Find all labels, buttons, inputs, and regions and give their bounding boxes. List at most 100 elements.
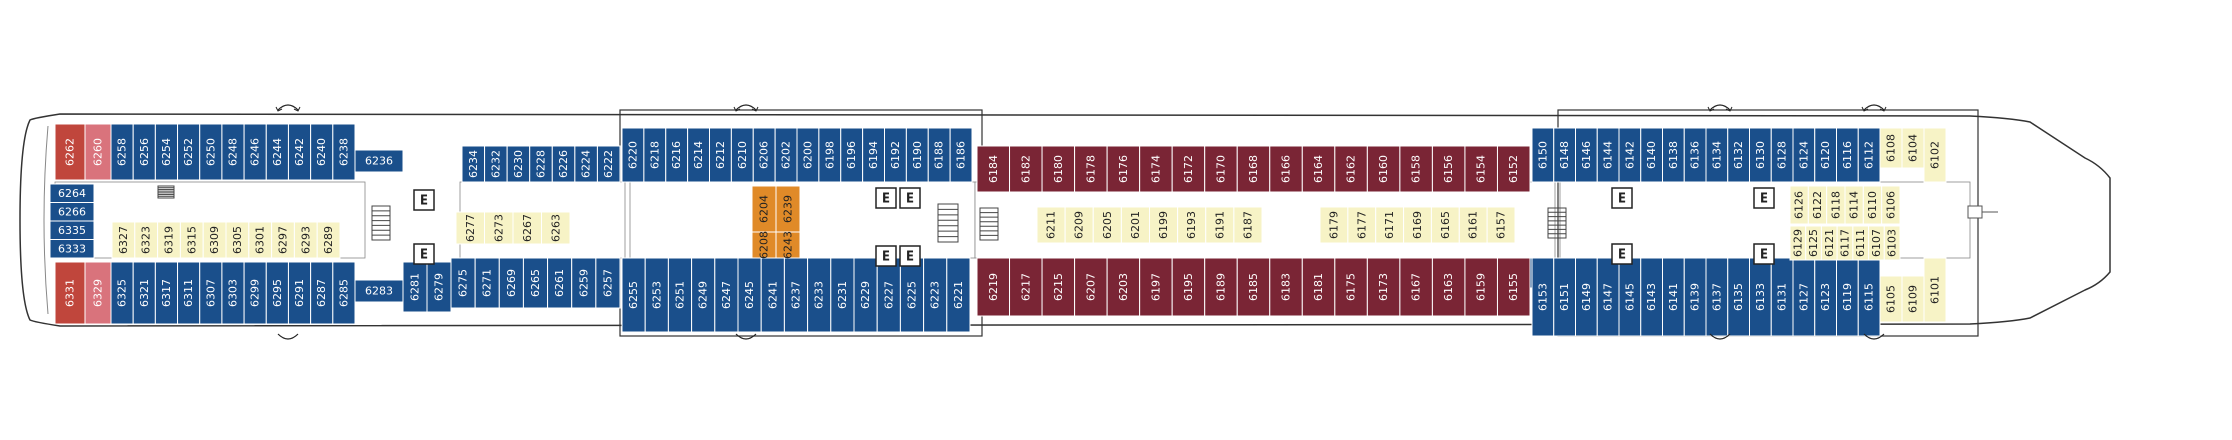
cabin[interactable]: 6266: [49, 202, 95, 222]
cabin[interactable]: 6327: [111, 221, 136, 259]
cabin[interactable]: 6234: [461, 145, 486, 183]
cabin[interactable]: 6155: [1496, 257, 1531, 317]
cabin[interactable]: 6164: [1301, 145, 1336, 193]
cabin[interactable]: 6297: [271, 221, 295, 259]
cabin[interactable]: 6123: [1814, 257, 1837, 337]
cabin[interactable]: 6293: [293, 221, 318, 259]
cabin[interactable]: 6303: [221, 261, 245, 325]
cabin[interactable]: 6111: [1852, 225, 1870, 261]
cabin[interactable]: 6319: [157, 221, 181, 259]
cabin[interactable]: 6283: [354, 279, 404, 303]
cabin[interactable]: 6170: [1204, 145, 1238, 193]
cabin[interactable]: 6153: [1531, 257, 1555, 337]
cabin[interactable]: 6119: [1836, 257, 1859, 337]
cabin[interactable]: 6175: [1334, 257, 1368, 317]
cabin[interactable]: 6143: [1640, 257, 1663, 337]
cabin[interactable]: 6151: [1553, 257, 1576, 337]
cabin[interactable]: 6325: [110, 261, 134, 325]
cabin[interactable]: 6218: [643, 127, 667, 183]
cabin[interactable]: 6105: [1879, 275, 1903, 323]
cabin[interactable]: 6139: [1683, 257, 1707, 337]
cabin[interactable]: 6203: [1106, 257, 1141, 317]
cabin[interactable]: 6191: [1205, 206, 1235, 244]
cabin[interactable]: 6124: [1792, 127, 1816, 183]
cabin[interactable]: 6197: [1139, 257, 1173, 317]
cabin[interactable]: 6323: [134, 221, 159, 259]
cabin[interactable]: 6214: [687, 127, 710, 183]
cabin[interactable]: 6267: [512, 211, 542, 245]
cabin[interactable]: 6221: [946, 257, 971, 333]
cabin[interactable]: 6333: [49, 239, 95, 259]
cabin[interactable]: 6231: [830, 257, 855, 333]
cabin[interactable]: 6251: [667, 257, 693, 333]
cabin[interactable]: 6104: [1901, 127, 1925, 169]
cabin[interactable]: 6228: [529, 145, 553, 183]
cabin[interactable]: 6253: [644, 257, 669, 333]
cabin[interactable]: 6244: [265, 123, 289, 181]
cabin[interactable]: 6161: [1458, 206, 1488, 244]
cabin[interactable]: 6148: [1553, 127, 1576, 183]
cabin[interactable]: 6162: [1334, 145, 1368, 193]
cabin[interactable]: 6273: [484, 211, 514, 245]
cabin[interactable]: 6271: [474, 257, 500, 309]
cabin[interactable]: 6194: [862, 127, 885, 183]
cabin[interactable]: 6252: [177, 123, 201, 181]
cabin[interactable]: 6116: [1836, 127, 1859, 183]
cabin[interactable]: 6208: [751, 231, 777, 259]
cabin[interactable]: 6109: [1901, 275, 1925, 323]
cabin[interactable]: 6258: [110, 123, 134, 181]
cabin[interactable]: 6200: [796, 127, 820, 183]
cabin[interactable]: 6226: [551, 145, 576, 183]
cabin[interactable]: 6168: [1236, 145, 1271, 193]
cabin[interactable]: 6307: [199, 261, 223, 325]
cabin[interactable]: 6240: [310, 123, 334, 181]
cabin[interactable]: 6269: [498, 257, 524, 309]
cabin[interactable]: 6181: [1301, 257, 1336, 317]
cabin[interactable]: 6173: [1366, 257, 1401, 317]
cabin[interactable]: 6315: [179, 221, 204, 259]
cabin[interactable]: 6174: [1139, 145, 1173, 193]
cabin[interactable]: 6220: [621, 127, 645, 183]
cabin[interactable]: 6188: [927, 127, 951, 183]
cabin[interactable]: 6125: [1805, 225, 1822, 261]
cabin[interactable]: 6135: [1727, 257, 1750, 337]
cabin[interactable]: 6254: [154, 123, 179, 181]
cabin[interactable]: 6209: [1064, 206, 1094, 244]
cabin[interactable]: 6233: [807, 257, 832, 333]
cabin[interactable]: 6101: [1923, 257, 1947, 323]
cabin[interactable]: 6259: [571, 257, 597, 309]
cabin[interactable]: 6196: [840, 127, 864, 183]
cabin[interactable]: 6154: [1464, 145, 1498, 193]
cabin[interactable]: 6212: [709, 127, 732, 183]
cabin[interactable]: 6176: [1106, 145, 1141, 193]
cabin[interactable]: 6110: [1862, 185, 1883, 225]
cabin[interactable]: 6217: [1009, 257, 1043, 317]
cabin[interactable]: 6206: [752, 127, 776, 183]
cabin[interactable]: 6177: [1347, 206, 1377, 244]
cabin[interactable]: 6126: [1789, 185, 1809, 225]
cabin[interactable]: 6106: [1881, 185, 1901, 225]
cabin[interactable]: 6210: [730, 127, 754, 183]
cabin[interactable]: 6262: [54, 123, 86, 181]
cabin[interactable]: 6248: [221, 123, 245, 181]
cabin[interactable]: 6132: [1727, 127, 1750, 183]
cabin[interactable]: 6232: [484, 145, 508, 183]
cabin[interactable]: 6152: [1496, 145, 1531, 193]
cabin[interactable]: 6216: [665, 127, 689, 183]
cabin[interactable]: 6146: [1575, 127, 1598, 183]
cabin[interactable]: 6238: [332, 123, 356, 181]
cabin[interactable]: 6179: [1319, 206, 1349, 244]
cabin[interactable]: 6192: [884, 127, 907, 183]
cabin[interactable]: 6243: [775, 231, 801, 259]
cabin[interactable]: 6117: [1836, 225, 1854, 261]
cabin[interactable]: 6301: [248, 221, 273, 259]
cabin[interactable]: 6163: [1431, 257, 1466, 317]
cabin[interactable]: 6165: [1430, 206, 1460, 244]
cabin[interactable]: 6172: [1171, 145, 1206, 193]
cabin[interactable]: 6279: [426, 261, 452, 313]
cabin[interactable]: 6261: [547, 257, 573, 309]
cabin[interactable]: 6178: [1074, 145, 1108, 193]
cabin[interactable]: 6219: [976, 257, 1011, 317]
cabin[interactable]: 6189: [1204, 257, 1238, 317]
cabin[interactable]: 6198: [818, 127, 842, 183]
